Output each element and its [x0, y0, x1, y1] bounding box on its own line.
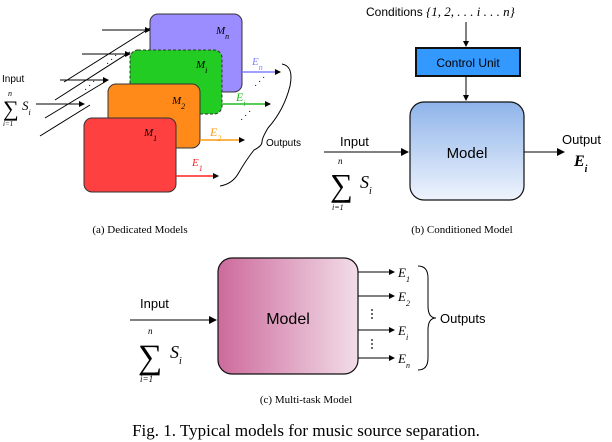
sigma-b: ∑	[330, 167, 353, 203]
model-1-box	[83, 117, 177, 193]
output-label-b: Output	[562, 132, 601, 147]
outputs-brace-c	[417, 265, 437, 371]
model-box-c	[217, 257, 359, 375]
conditions-label: Conditions {1, 2, . . . i . . . n}	[366, 4, 516, 19]
outputs-label-c: Outputs	[440, 311, 486, 326]
svg-text:·: ·	[248, 106, 251, 117]
svg-text:·: ·	[106, 58, 109, 69]
sum-top-a: n	[8, 89, 12, 98]
sum-term-a: Si	[22, 98, 31, 117]
model-n-label: Mn	[215, 25, 229, 41]
sigma-a: ∑	[3, 96, 19, 121]
caption-a: (a) Dedicated Models	[92, 224, 187, 236]
model-label-c: Model	[266, 311, 310, 328]
svg-text:·: ·	[262, 72, 265, 83]
svg-text:·: ·	[84, 84, 87, 95]
svg-text:·: ·	[240, 114, 243, 125]
panel-dedicated-models: ··· ··· Mn Mi M2 M1 En Ei E2 E1 ··· ··· …	[2, 13, 301, 236]
output-arrows-c	[358, 269, 395, 361]
sum-term-c: Si	[170, 342, 182, 367]
sum-term-b: Si	[360, 172, 372, 197]
model-box-b	[409, 101, 525, 201]
svg-text:·: ·	[92, 76, 95, 87]
sum-bottom-a: i=1	[3, 120, 13, 128]
sigma-c: ∑	[138, 339, 162, 376]
sum-top-c: n	[148, 326, 153, 336]
output-n-label-c: En	[397, 351, 410, 370]
input-label-b: Input	[340, 134, 369, 149]
output-2-label-c: E2	[397, 289, 410, 308]
output-1-label-c: E1	[397, 265, 410, 284]
output-2-label: E2	[209, 125, 221, 143]
svg-text:·: ·	[244, 110, 247, 121]
dots-outputs-a: ··· ···	[240, 72, 265, 125]
output-n-label: En	[251, 56, 263, 72]
output-i-label: Ei	[235, 90, 246, 108]
svg-text:·: ·	[254, 80, 257, 91]
sum-bottom-c: i=1	[140, 374, 153, 384]
panel-conditioned-model: Conditions {1, 2, . . . i . . . n} Contr…	[324, 4, 601, 236]
output-1-label: E1	[191, 157, 203, 173]
model-label-b: Model	[447, 145, 488, 162]
caption-c: (c) Multi-task Model	[260, 394, 352, 406]
control-unit-label: Control Unit	[436, 56, 500, 70]
svg-text:·: ·	[114, 50, 117, 61]
caption-b: (b) Conditioned Model	[411, 224, 512, 236]
outputs-label-a: Outputs	[266, 138, 301, 149]
control-unit-box	[415, 47, 521, 77]
stack-guides	[39, 27, 151, 137]
model-2-label: M2	[171, 95, 185, 111]
outputs-brace-a	[219, 63, 292, 187]
dots-a: ··· ···	[84, 50, 117, 95]
svg-text:·: ·	[110, 54, 113, 65]
output-i-label-c: Ei	[397, 323, 408, 342]
svg-text:·: ·	[88, 80, 91, 91]
model-1-label: M1	[143, 127, 157, 143]
output-arrows-a	[176, 69, 281, 179]
output-symbol-b: Ei	[573, 153, 588, 175]
input-label-a: Input	[2, 74, 24, 85]
sum-top-b: n	[338, 156, 343, 166]
input-arrows	[36, 27, 151, 107]
sum-bottom-b: i=1	[332, 203, 344, 212]
panel-multitask-model: Model Input n ∑ Si i=1 E1 E2 Ei En Outpu…	[130, 257, 486, 406]
input-label-c: Input	[140, 296, 169, 311]
svg-text:·: ·	[258, 76, 261, 87]
figure-caption: Fig. 1. Typical models for music source …	[132, 421, 480, 440]
dots-c	[371, 309, 373, 349]
model-i-label: Mi	[195, 59, 207, 75]
